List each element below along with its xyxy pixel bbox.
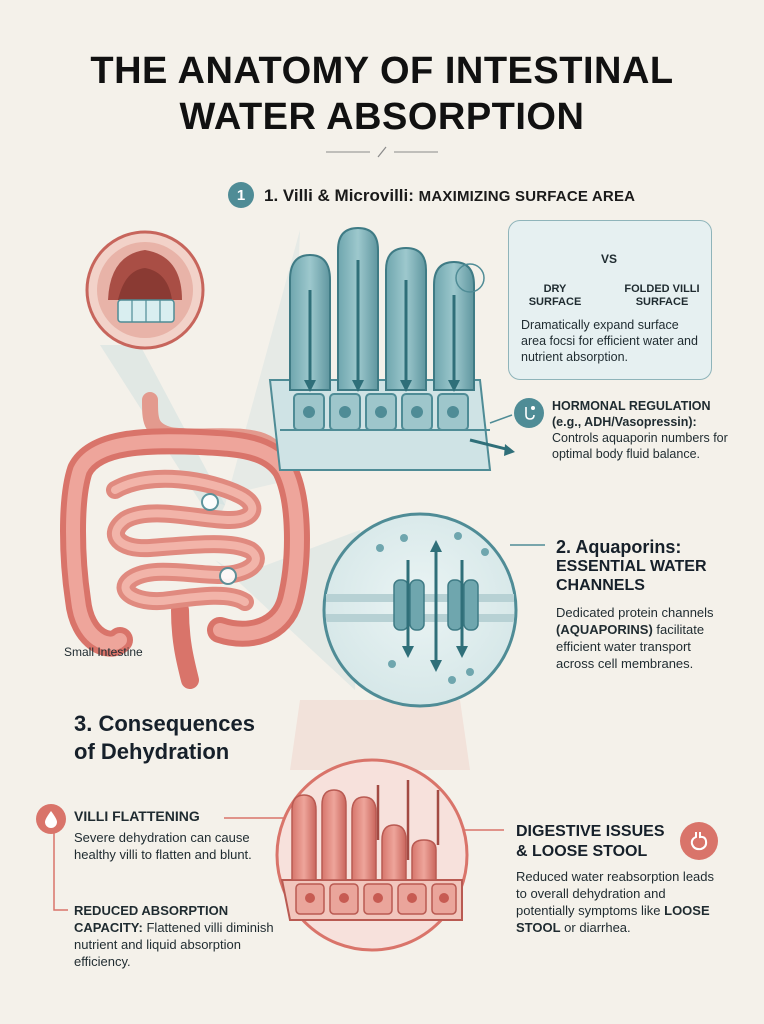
reduced-absorption-block: REDUCED ABSORPTION CAPACITY: Flattened v…: [74, 902, 294, 970]
title-line-2: WATER ABSORPTION: [179, 96, 585, 138]
hormonal-connector: [489, 414, 513, 424]
folded-villi-label: FOLDED VILLI SURFACE: [624, 283, 700, 308]
stomach-icon: [680, 822, 718, 860]
digestive-heading-line1: DIGESTIVE ISSUES: [516, 823, 665, 840]
title-divider: [326, 146, 438, 158]
dehydrated-villi-magnifier: [275, 758, 469, 952]
aquaporin-magnifier: [322, 512, 518, 708]
surface-compare-box: VS DRY SURFACE FOLDED VILLI SURFACE Dram…: [508, 220, 712, 380]
dry-surface-label: DRY SURFACE: [528, 283, 582, 308]
step-1-badge: 1: [228, 182, 254, 208]
small-intestine-label: Small Intestine: [64, 645, 143, 659]
consequence-bracket: [53, 830, 68, 911]
digestive-heading: DIGESTIVE ISSUES & LOOSE STOOL: [516, 822, 664, 862]
zoom-beam-dehydration: [290, 700, 470, 770]
section2-heading-line1: 2. Aquaporins:: [556, 537, 682, 557]
hormone-icon: [514, 398, 544, 428]
intestine-anatomy: [60, 392, 310, 689]
digestive-heading-line2: & LOOSE STOOL: [516, 843, 648, 860]
villi-flattening-heading: VILLI FLATTENING: [74, 808, 200, 824]
section2-heading-line2: ESSENTIAL WATER: [556, 558, 707, 575]
section2-heading: 2. Aquaporins: ESSENTIAL WATER CHANNELS: [556, 538, 707, 595]
reduced-absorption-heading: REDUCED ABSORPTION CAPACITY:: [74, 903, 229, 935]
villi-flattening-body: Severe dehydration can cause healthy vil…: [74, 830, 252, 862]
section2-body: Dedicated protein channels (AQUAPORINS) …: [556, 605, 714, 671]
surface-description: Dramatically expand surface area focsi f…: [521, 318, 698, 364]
cross-section-magnifier: [85, 230, 205, 350]
vs-label: VS: [601, 252, 618, 266]
hormonal-subheading: (e.g., ADH/Vasopressin):: [552, 415, 697, 429]
section3-heading: 3. Consequences of Dehydration: [74, 710, 255, 766]
villi-diagram: [268, 226, 515, 471]
page-title: THE ANATOMY OF INTESTINAL WATER ABSORPTI…: [0, 48, 764, 140]
reduced-absorption-body: Flattened villi diminish nutrient and li…: [74, 920, 274, 969]
section1-heading: 1. Villi & Microvilli: MAXIMIZING SURFAC…: [264, 186, 636, 205]
villi-flattening-block: VILLI FLATTENING Severe dehydration can …: [74, 808, 264, 863]
hormonal-regulation-text: HORMONAL REGULATION (e.g., ADH/Vasopress…: [552, 398, 752, 462]
hormonal-body: Controls aquaporin numbers for optimal b…: [552, 431, 728, 461]
section3-heading-line1: 3. Consequences: [74, 711, 255, 736]
title-line-1: THE ANATOMY OF INTESTINAL: [90, 50, 674, 92]
section2-heading-line3: CHANNELS: [556, 577, 645, 594]
digestive-body: Reduced water reabsorption leads to over…: [516, 869, 715, 935]
hormonal-heading: HORMONAL REGULATION: [552, 399, 711, 413]
section3-heading-line2: of Dehydration: [74, 739, 230, 764]
water-drop-icon: [36, 804, 66, 834]
